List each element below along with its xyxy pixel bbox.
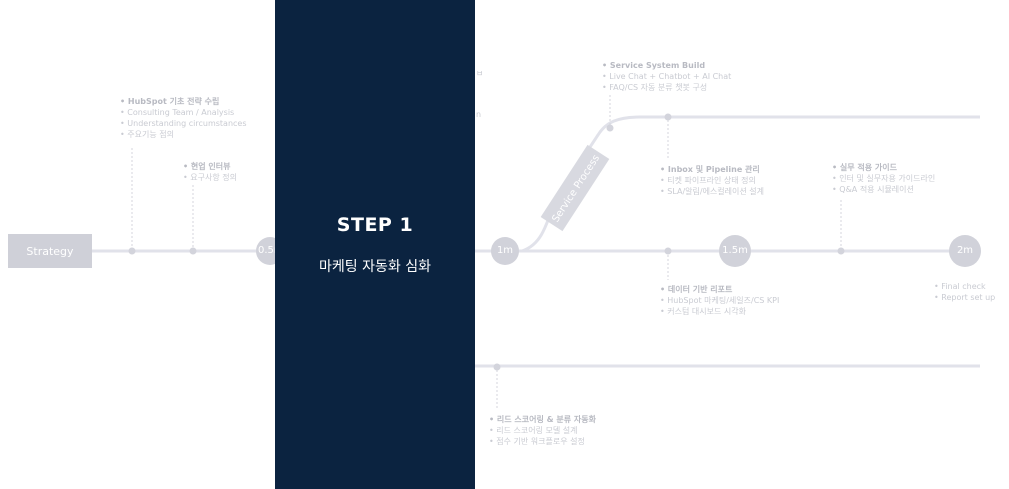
note-inbox: Inbox 및 Pipeline 관리 티켓 파이프라인 상태 정의 SLA/알… <box>660 164 764 197</box>
note-lead-item: 리드 스코어링 모델 설계 <box>489 425 596 436</box>
step-subtitle: 마케팅 자동화 심화 <box>319 259 431 275</box>
node-hubspot <box>128 247 136 255</box>
service-process-tag <box>540 144 610 232</box>
note-guide: 실무 적용 가이드 인터 및 실무자용 가이드라인 Q&A 적용 시뮬레이션 <box>832 162 935 195</box>
note-inbox-item: SLA/알림/에스컬레이션 설계 <box>660 186 764 197</box>
note-interview-item: 요구사항 정의 <box>183 172 237 183</box>
strategy-label: Strategy <box>26 244 74 258</box>
node-service <box>606 124 614 132</box>
milestone-1m <box>491 237 519 265</box>
note-hubspot-item: Consulting Team / Analysis <box>120 107 247 118</box>
note-service: Service System Build Live Chat + Chatbot… <box>602 60 731 93</box>
note-guide-item: 인터 및 실무자용 가이드라인 <box>832 173 935 184</box>
note-report: 데이터 기반 리포트 HubSpot 마케팅/세일즈/CS KPI 커스텀 대시… <box>660 284 779 317</box>
node-report <box>664 247 672 255</box>
milestone-label-2m: 2m <box>956 245 974 256</box>
note-report-item: HubSpot 마케팅/세일즈/CS KPI <box>660 295 779 306</box>
note-service-item: FAQ/CS 자동 분류 챗봇 구성 <box>602 82 731 93</box>
milestone-1-5m <box>719 235 751 267</box>
note-lead-item: 점수 기반 워크플로우 설정 <box>489 436 596 447</box>
milestone-2m <box>949 235 981 267</box>
node-guide <box>837 247 845 255</box>
partial-text-fragment: ㅂ <box>476 69 484 78</box>
step-title: STEP 1 <box>336 214 414 236</box>
node-interview <box>189 247 197 255</box>
note-guide-head: 실무 적용 가이드 <box>832 162 935 173</box>
note-final-item: Report set up <box>934 292 995 303</box>
step-overlay-panel: STEP 1 마케팅 자동화 심화 <box>275 0 475 489</box>
note-inbox-head: Inbox 및 Pipeline 관리 <box>660 164 764 175</box>
note-lead-head: 리드 스코어링 & 분류 자동화 <box>489 414 596 425</box>
note-hubspot-item: 주요기능 점의 <box>120 129 247 140</box>
partial-text-fragment: n <box>476 110 482 119</box>
milestone-label-1m: 1m <box>496 245 514 256</box>
note-hubspot-item: Understanding circumstances <box>120 118 246 129</box>
note-interview: 현업 인터뷰 요구사항 정의 <box>183 161 237 183</box>
node-lead <box>493 363 501 371</box>
note-lead: 리드 스코어링 & 분류 자동화 리드 스코어링 모델 설계 점수 기반 워크플… <box>489 414 596 447</box>
note-hubspot-head: HubSpot 기초 전략 수립 <box>120 96 247 107</box>
note-service-item: Live Chat + Chatbot + AI Chat <box>602 71 731 82</box>
note-hubspot: HubSpot 기초 전략 수립 Consulting Team / Analy… <box>120 96 247 140</box>
note-guide-item: Q&A 적용 시뮬레이션 <box>832 184 935 195</box>
strategy-start-box: Strategy <box>8 234 92 268</box>
node-inbox <box>664 113 672 121</box>
note-inbox-item: 티켓 파이프라인 상태 정의 <box>660 175 764 186</box>
milestone-label-0-5m: 0.5m <box>258 245 284 256</box>
note-final: Final check Report set up <box>934 281 995 303</box>
note-report-item: 커스텀 대시보드 시각화 <box>660 306 779 317</box>
note-interview-head: 현업 인터뷰 <box>183 161 237 172</box>
note-final-item: Final check <box>934 281 995 292</box>
note-service-head: Service System Build <box>602 60 731 71</box>
note-report-head: 데이터 기반 리포트 <box>660 284 779 295</box>
milestone-label-1-5m: 1.5m <box>722 245 748 256</box>
